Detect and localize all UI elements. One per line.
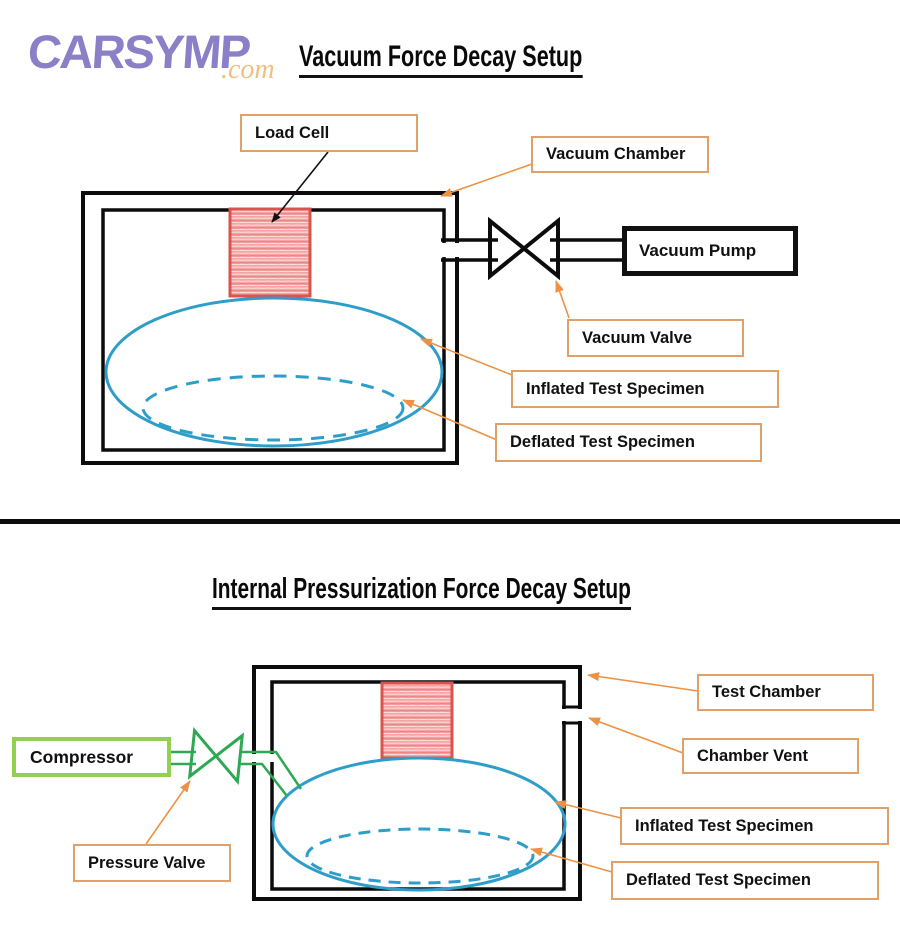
vacuum-chamber-arrow xyxy=(440,163,533,197)
load-cell-arrow xyxy=(271,151,329,223)
site-logo-domain: .com xyxy=(221,54,275,85)
pressure-valve-arrow xyxy=(145,780,191,845)
load-cell-label: Load Cell xyxy=(240,114,418,152)
pipe-wall-gap xyxy=(248,754,278,762)
vacuum-setup-diagram xyxy=(81,151,626,465)
vacuum-valve-arrow xyxy=(555,280,570,319)
pressurization-section-title: Internal Pressurization Force Decay Setu… xyxy=(212,573,631,610)
test-chamber-outer-wall xyxy=(252,665,582,901)
vacuum-chamber-label: Vacuum Chamber xyxy=(531,136,709,173)
pressure-pipe-lower xyxy=(240,762,288,797)
deflated-specimen-ellipse xyxy=(141,374,405,442)
compressor-box: Compressor xyxy=(12,737,171,777)
inflated-specimen-ellipse-bottom xyxy=(271,756,567,892)
load-cell-block xyxy=(228,207,312,298)
deflated-specimen-label: Deflated Test Specimen xyxy=(495,423,762,462)
vacuum-chamber-outer-wall xyxy=(81,191,459,465)
inflated-specimen-label: Inflated Test Specimen xyxy=(511,370,779,408)
test-chamber-arrow xyxy=(587,672,699,692)
inflated-specimen-ellipse xyxy=(104,296,444,448)
vacuum-valve-symbol xyxy=(488,216,528,281)
deflated-specimen-arrow-bottom xyxy=(530,847,613,873)
pressure-valve-symbol xyxy=(187,726,245,786)
inflated-specimen-arrow-bottom xyxy=(554,800,622,819)
test-chamber-label: Test Chamber xyxy=(697,674,874,711)
deflated-specimen-arrow xyxy=(402,399,498,441)
chamber-pipe-gap xyxy=(439,243,463,257)
inflated-specimen-arrow xyxy=(420,338,513,376)
chamber-vent-label: Chamber Vent xyxy=(682,738,859,774)
deflated-specimen-label-bottom: Deflated Test Specimen xyxy=(611,861,879,900)
inflated-specimen-label-bottom: Inflated Test Specimen xyxy=(620,807,889,845)
section-divider xyxy=(0,519,900,524)
deflated-specimen-ellipse-bottom xyxy=(305,827,535,885)
site-logo: CARSYMP xyxy=(26,25,251,78)
pressure-valve-label: Pressure Valve xyxy=(73,844,231,882)
vacuum-pump-box: Vacuum Pump xyxy=(622,226,798,276)
vacuum-valve-symbol xyxy=(520,216,560,281)
pressurization-setup-diagram xyxy=(145,665,699,901)
pressurization-load-cell-block xyxy=(380,681,454,760)
pressure-pipe-upper xyxy=(240,750,303,790)
vacuum-valve-label: Vacuum Valve xyxy=(567,319,744,357)
chamber-vent-gap xyxy=(553,709,589,721)
chamber-vent-arrow xyxy=(588,717,684,754)
vacuum-section-title: Vacuum Force Decay Setup xyxy=(299,40,583,78)
